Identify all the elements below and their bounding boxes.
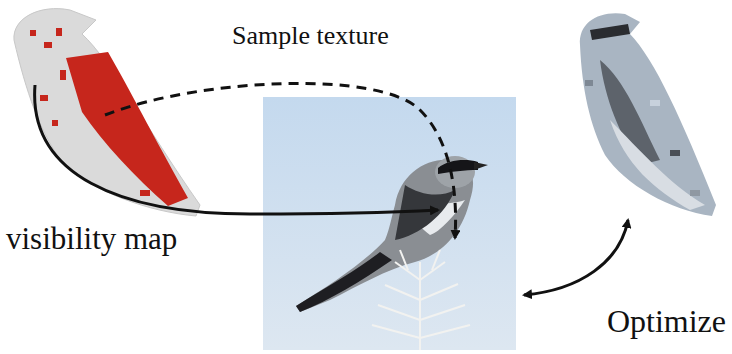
bird-photo (263, 97, 516, 350)
visibility-map-bird (14, 9, 200, 216)
visibility-arrow (35, 85, 438, 214)
figure-label: Sample texture (232, 22, 389, 51)
sample-arrow (105, 83, 456, 238)
figure-label: Optimize (607, 304, 726, 339)
figure-label: visibility map (6, 222, 177, 256)
textured-bird (580, 13, 716, 216)
optimize-arrow (524, 220, 628, 295)
